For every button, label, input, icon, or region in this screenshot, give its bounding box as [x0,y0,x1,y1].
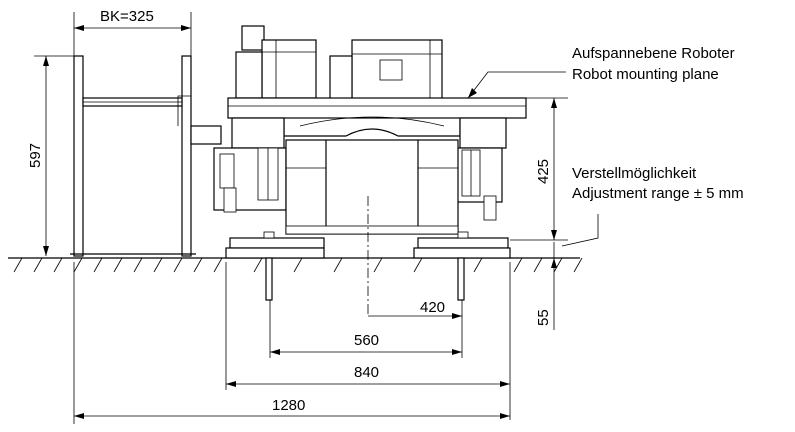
height-425-label: 425 [535,159,552,184]
dimension-425: 425 [510,97,568,241]
dimension-560: 560 [269,300,463,358]
width-420-label: 420 [420,299,445,316]
adjustment-en-label: Adjustment range ± 5 mm [572,185,744,202]
height-597-label: 597 [27,143,44,168]
dimension-597: 597 [27,55,74,256]
adjustment-de-label: Verstellmöglichkeit [572,165,697,182]
dimension-1280: 1280 [73,262,510,424]
bk-label: BK=325 [100,8,154,25]
bk-frame [70,55,222,257]
ground [8,257,583,273]
mounting-plane-de-label: Aufspannebene Roboter [572,45,735,62]
width-1280-label: 1280 [272,397,305,414]
dimension-420: 420 [368,299,462,319]
adjustment-annotation: Verstellmöglichkeit Adjustment range ± 5… [561,165,744,247]
dimension-55: 55 [535,242,557,330]
mounting-plane-en-label: Robot mounting plane [572,66,719,83]
mounting-plane-annotation: Aufspannebene Roboter Robot mounting pla… [467,45,735,99]
height-55-label: 55 [535,309,552,326]
robot-machine [213,25,527,316]
width-560-label: 560 [354,332,379,349]
dimension-840: 840 [225,262,511,420]
width-840-label: 840 [354,364,379,381]
bk-dimension: BK=325 [73,8,192,56]
